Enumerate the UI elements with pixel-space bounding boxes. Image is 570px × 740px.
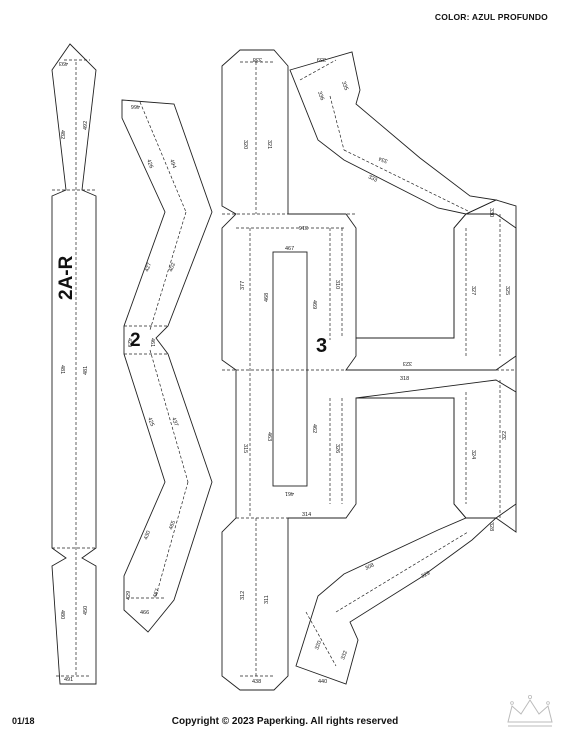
piece-3: 338 339 320 321 336 335 334 333 330 316 … [221,49,517,691]
edge-label: 481 [59,365,65,374]
edge-label: 377 [240,281,246,290]
edge-label: 461 [285,490,294,496]
edge-label: 312 [240,591,246,600]
piece-2ar: 493 492 482 481 481 480 450 491 2A-R [51,43,97,685]
edge-label: 480 [59,610,65,619]
edge-label: 426 [145,159,154,170]
edge-label: 429 [126,338,132,347]
edge-label: 465 [168,520,177,531]
edge-label: 492 [83,121,89,130]
edge-label: 326 [334,444,340,453]
edge-label: 310 [334,280,340,289]
edge-label: 336 [316,91,325,102]
edge-label: 314 [302,512,311,518]
edge-label: 493 [59,60,68,66]
edge-label: 491 [64,677,73,683]
edge-label: 461 [149,338,155,347]
edge-label: 321 [266,140,272,149]
edge-label: 481 [83,366,89,375]
edge-label: 334 [378,155,389,164]
crown-logo [507,695,553,727]
edge-label: 438 [252,679,261,685]
edge-label: 320 [242,140,248,149]
edge-label: 467 [285,246,294,252]
edge-label: 308 [364,562,375,571]
piece-label-2ar: 2A-R [56,255,77,300]
edge-label: 440 [318,679,327,685]
edge-label: 462 [311,424,317,433]
edge-label: 450 [83,606,89,615]
piece-label-2: 2 [130,330,141,351]
color-label: COLOR: AZUL PROFUNDO [434,12,548,22]
edge-label: 429 [126,591,132,600]
edge-label: 318 [400,376,409,382]
edge-label: 338 [253,56,262,62]
edge-label: 482 [59,130,65,139]
piece-2: 466 426 494 427 402 429 461 425 437 430 … [121,99,213,633]
piece-label-3: 3 [316,335,327,357]
edge-label: 467 [152,588,161,599]
page-number: 01/18 [12,716,35,726]
copyright-text: Copyright © 2023 Paperking. All rights r… [171,716,399,727]
edge-label: 332 [340,650,349,661]
edge-label: 333 [367,174,378,183]
edge-label: 330 [488,208,494,217]
edge-label: 316 [299,224,308,230]
edge-label: 339 [317,56,326,62]
edge-label: 323 [403,360,412,366]
edge-label: 469 [311,300,317,309]
edge-label: 315 [242,444,248,453]
edge-label: 320 [314,640,323,651]
edge-label: 468 [264,293,270,302]
edge-label: 437 [170,417,179,428]
edge-label: 311 [264,595,270,604]
edge-label: 463 [266,432,272,441]
edge-label: 466 [140,610,149,616]
edge-label: 402 [168,262,177,273]
edge-label: 322 [502,431,508,440]
edge-label: 466 [131,103,140,109]
edge-label: 324 [470,450,476,459]
edge-label: 325 [504,286,510,295]
edge-label: 328 [488,522,494,531]
edge-label: 335 [340,81,349,92]
edge-label: 425 [146,417,155,428]
edge-label: 430 [143,530,152,541]
edge-label: 494 [168,159,177,170]
edge-label: 427 [144,262,153,273]
edge-label: 329 [420,570,431,579]
edge-label: 327 [470,286,476,295]
